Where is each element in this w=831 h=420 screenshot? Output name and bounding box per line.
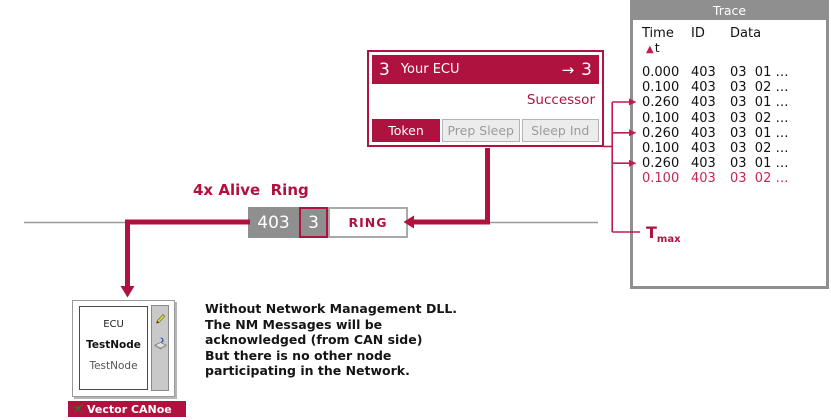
ecu-state-tabs: Token Prep Sleep Sleep Ind: [372, 119, 599, 142]
arrow-down-icon: [120, 286, 135, 298]
ecu-to-frame-connector: [413, 148, 490, 225]
vector-canoe-label: Vector CANoe: [87, 402, 172, 416]
vector-logo: [71, 404, 84, 414]
message-send-icon[interactable]: [153, 335, 167, 354]
trace-cell-time: 0.100: [642, 171, 680, 187]
pencil-icon[interactable]: [154, 310, 166, 329]
frame-counter-field: 3: [299, 207, 328, 238]
your-ecu-title: Your ECU: [400, 62, 460, 77]
trace-row[interactable]: 0.100 403 03 02 …: [642, 111, 826, 126]
sort-indicator[interactable]: ▲t: [633, 41, 826, 56]
your-ecu-panel: 3 Your ECU → 3 Successor Token Prep Slee…: [367, 50, 604, 147]
note-line: acknowledged (from CAN side): [205, 332, 423, 347]
trace-cell-time: 0.100: [642, 140, 680, 156]
trace-cell-time: 0.000: [642, 65, 680, 80]
trace-cell-id: 403: [691, 65, 716, 80]
note-line: Without Network Management DLL.: [205, 301, 458, 316]
frame-id-field: 403: [248, 207, 299, 238]
trace-row-highlighted[interactable]: 0.100 403 03 02 …: [642, 171, 826, 186]
tab-prep-sleep[interactable]: Prep Sleep: [442, 119, 520, 142]
col-header-time[interactable]: Time: [642, 26, 674, 41]
tab-sleep-ind[interactable]: Sleep Ind: [521, 119, 599, 142]
trace-cell-data: 03 01 …: [730, 156, 789, 172]
note-line: But there is no other node: [205, 347, 392, 363]
bus-to-node-connector: [125, 219, 250, 287]
successor-label: Successor: [526, 91, 595, 108]
node-line-ecu: ECU: [103, 319, 124, 330]
trace-cell-data: 03 02 …: [730, 110, 789, 126]
trace-cell-time: 0.100: [642, 80, 680, 96]
trace-window: Trace Time ID Data ▲t 0.000 403 03 01 … …: [630, 0, 829, 289]
trace-row[interactable]: 0.260 403 03 01 …: [642, 95, 826, 110]
trace-cell-time: 0.260: [642, 125, 680, 141]
note-line: The NM Messages will be: [205, 316, 383, 332]
trace-row[interactable]: 0.000 403 03 01 …: [642, 65, 826, 80]
trace-cell-id: 403: [691, 156, 716, 172]
alive-ring-label: 4x Alive Ring: [193, 181, 309, 199]
arrow-right-icon: →: [561, 60, 575, 79]
col-header-data[interactable]: Data: [730, 26, 762, 41]
trace-cell-time: 0.100: [642, 110, 680, 126]
trace-cell-data: 03 02 …: [730, 140, 789, 156]
note-line: participating in the Network.: [205, 363, 410, 378]
trace-title: Trace: [712, 3, 747, 18]
trace-row[interactable]: 0.100 403 03 02 …: [642, 80, 826, 95]
node-line-testnode: TestNode: [89, 360, 138, 372]
trace-row[interactable]: 0.100 403 03 02 …: [642, 141, 826, 156]
trace-cell-data: 03 01 …: [730, 95, 789, 111]
frame-type-field: RING: [328, 207, 408, 238]
trace-cell-data: 03 01 …: [730, 125, 789, 141]
trace-cell-time: 0.260: [642, 95, 680, 111]
node-id-value: 3: [379, 59, 390, 80]
sort-field-label: t: [654, 40, 660, 55]
trace-cell-data: 03 01 …: [730, 65, 789, 80]
trace-cell-data: 03 02 …: [730, 171, 789, 187]
trace-cell-id: 403: [691, 140, 716, 156]
your-ecu-header: 3 Your ECU → 3: [372, 55, 599, 84]
trace-cell-id: 403: [691, 110, 716, 126]
note-text: Without Network Management DLL. The NM M…: [205, 301, 465, 379]
trace-cell-data: 03 02 …: [730, 80, 789, 96]
nm-frame: 403 3 RING: [248, 207, 408, 238]
trace-row[interactable]: 0.260 403 03 01 …: [642, 126, 826, 141]
trace-rows: 0.000 403 03 01 … 0.100 403 03 02 … 0.26…: [633, 65, 826, 187]
col-header-id[interactable]: ID: [691, 26, 705, 41]
canoe-node-box[interactable]: ECU TestNode TestNode: [72, 300, 175, 397]
successor-row: Successor: [372, 84, 599, 115]
trace-cell-id: 403: [691, 125, 716, 141]
trace-cell-id: 403: [691, 95, 716, 111]
node-toolbar: [151, 305, 169, 391]
tab-token[interactable]: Token: [372, 119, 440, 142]
trace-row[interactable]: 0.260 403 03 01 …: [642, 156, 826, 171]
trace-titlebar[interactable]: Trace: [633, 3, 826, 20]
trace-cell-id: 403: [691, 80, 716, 96]
successor-id-group: → 3: [562, 60, 592, 80]
successor-id-value: 3: [581, 59, 592, 80]
node-line-testnode-bold: TestNode: [86, 339, 141, 351]
trace-cell-time: 0.260: [642, 156, 680, 172]
node-name-panel: ECU TestNode TestNode: [79, 306, 148, 390]
trace-header-row: Time ID Data: [633, 20, 826, 41]
tmax-label: Tmax: [646, 223, 681, 246]
vector-canoe-banner: Vector CANoe: [68, 401, 186, 417]
sort-ascending-icon: ▲: [646, 44, 654, 55]
trace-cell-id: 403: [691, 171, 716, 187]
